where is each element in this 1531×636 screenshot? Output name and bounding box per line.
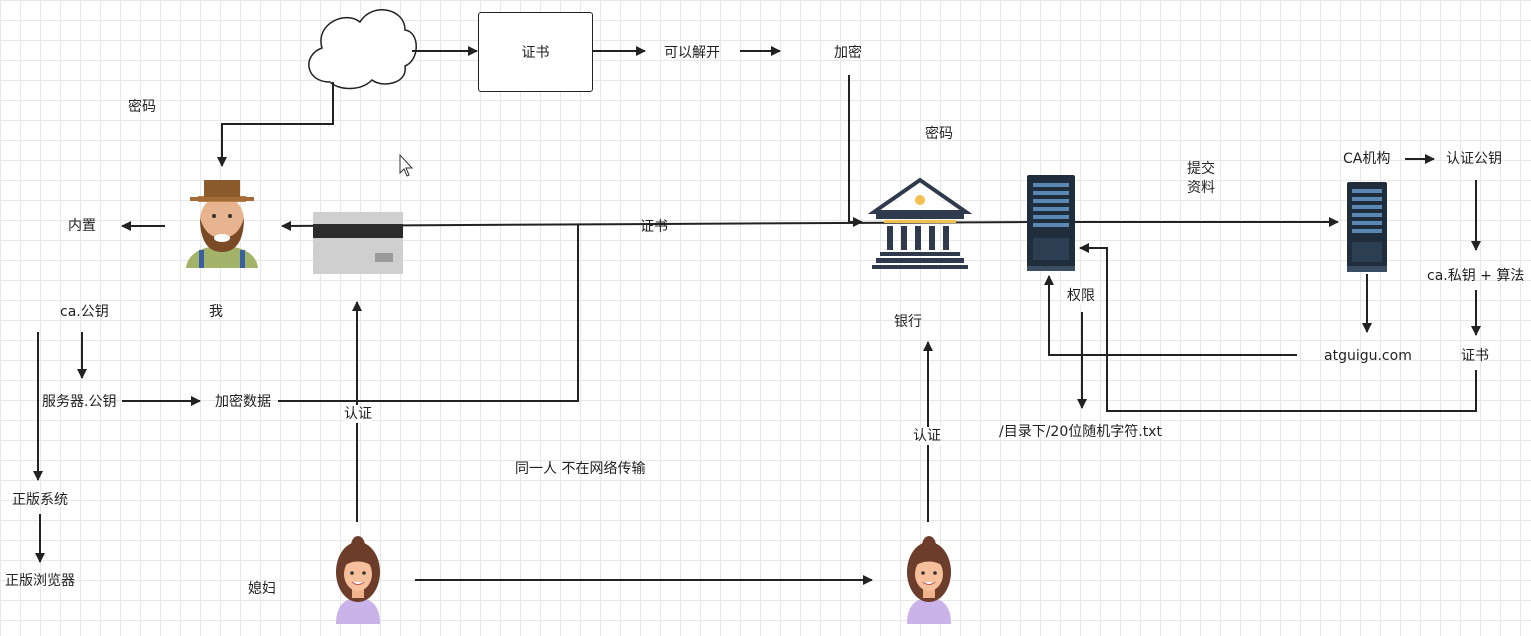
line-encrypted-data-to-top <box>278 224 579 402</box>
genuine-system-label: 正版系统 <box>12 492 68 508</box>
verify-pubkey-label: 认证公钥 <box>1446 151 1502 167</box>
wife-label: 媳妇 <box>248 581 276 597</box>
encrypted-data-label: 加密数据 <box>215 394 271 410</box>
genuine-browser-label: 正版浏览器 <box>5 573 75 589</box>
certificate-box-label: 证书 <box>521 45 550 61</box>
auth-label-right: 认证 <box>913 427 941 445</box>
bank-label: 银行 <box>894 314 922 330</box>
permission-label: 权限 <box>1067 287 1095 305</box>
cloud-icon <box>308 9 417 90</box>
ca-pubkey-label: ca.公钥 <box>60 304 109 320</box>
arrow-cert-to-server <box>1079 243 1477 412</box>
domain-label: atguigu.com <box>1324 348 1412 364</box>
certificate-label-mid: 证书 <box>640 219 668 235</box>
server-icon <box>1027 175 1075 271</box>
connectors <box>33 46 1481 585</box>
auth-label-left: 认证 <box>344 405 372 423</box>
password-label-left: 密码 <box>128 99 156 115</box>
server-pubkey-label: 服务器.公钥 <box>42 394 117 410</box>
same-person-label: 同一人 不在网络传输 <box>515 461 646 477</box>
can-open-label: 可以解开 <box>664 45 720 61</box>
password-label-mid: 密码 <box>925 126 953 142</box>
path-label: /目录下/20位随机字符.txt <box>999 424 1162 440</box>
submit-label: 提交 <box>1187 161 1215 177</box>
certificate-label-right: 证书 <box>1461 348 1489 364</box>
me-label: 我 <box>209 304 223 320</box>
arrow-domain-to-server <box>1044 275 1297 356</box>
ca-org-label: CA机构 <box>1343 151 1391 167</box>
woman-avatar-icon <box>907 536 951 624</box>
server-icon <box>1347 182 1387 272</box>
arrow-encrypt-to-bank <box>848 75 863 227</box>
builtin-label: 内置 <box>68 218 96 234</box>
materials-label: 资料 <box>1187 180 1215 196</box>
bank-building-icon <box>867 177 973 269</box>
woman-avatar-icon <box>336 536 380 624</box>
ca-privkey-algo-label: ca.私钥 + 算法 <box>1427 268 1525 284</box>
man-avatar-icon <box>186 180 258 268</box>
arrow-cloud-to-me <box>217 82 334 167</box>
bank-card-icon <box>313 212 403 274</box>
certificate-box: 证书 <box>478 12 593 92</box>
encrypt-label: 加密 <box>834 45 862 61</box>
mouse-cursor-icon <box>399 153 414 177</box>
